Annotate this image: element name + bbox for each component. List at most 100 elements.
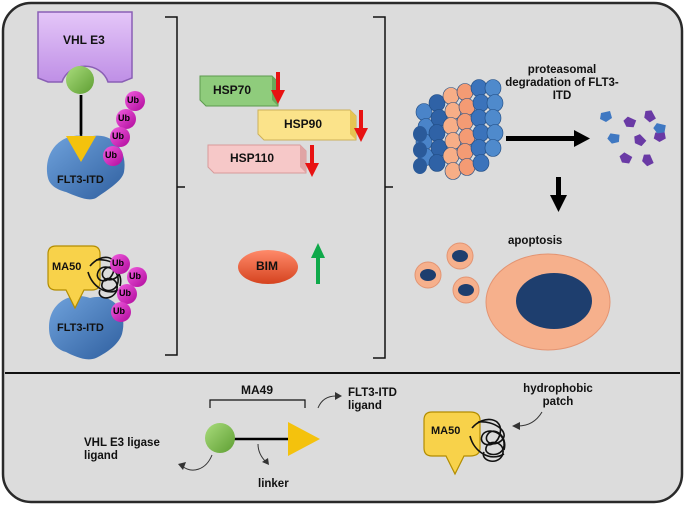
pointer-hydrophobic-patch (517, 411, 543, 427)
degradation-arrow (506, 130, 590, 147)
down-arrow (354, 110, 368, 142)
apoptotic-body-nucleus (458, 284, 474, 296)
ub-label: Ub (118, 113, 130, 123)
protein-fragment (634, 134, 647, 147)
legend-ma50-bubble (423, 411, 481, 476)
ub-bead (125, 91, 145, 111)
flt3-itd-label-top: FLT3-ITD (57, 174, 104, 186)
apoptotic-body-nucleus (452, 250, 468, 262)
proteasome-subunit (486, 94, 504, 112)
proteasome-subunit (484, 79, 502, 97)
proteasome-subunit (413, 126, 427, 142)
pointer-flt3-ligand (317, 395, 337, 409)
bracket-right (373, 16, 393, 359)
ub-label: Ub (119, 288, 131, 298)
proteasome-subunit (486, 124, 504, 142)
ub-bead (117, 284, 137, 304)
proteasome-subunit (442, 87, 460, 105)
legend-hydrophobic-tangle (469, 418, 506, 463)
pointer-linker-head (262, 458, 269, 465)
vhl-e3-label: VHL E3 (63, 33, 105, 47)
proteasome-subunit (472, 124, 490, 142)
flt3-ligand-triangle (66, 136, 96, 162)
hsp70-label: HSP70 (213, 83, 252, 97)
bim-pill (238, 250, 298, 284)
legend-vhl-ligand (205, 423, 235, 453)
proteasome-subunit (456, 83, 474, 101)
legend-ma50-label: MA50 (431, 425, 461, 437)
proteasome-subunit (413, 158, 427, 174)
ub-label: Ub (112, 258, 124, 268)
apoptosis-label: apoptosis (508, 235, 563, 247)
ub-bead (110, 127, 130, 147)
apoptosis-arrow (550, 177, 567, 212)
proteasome-subunit (456, 113, 474, 131)
ma50-label: MA50 (52, 261, 82, 273)
proteasome-subunit (470, 109, 488, 127)
proteasome-subunit (458, 158, 476, 176)
proteasome-subunit (428, 154, 446, 172)
protein-fragment (619, 152, 633, 164)
ub-label: Ub (105, 150, 117, 160)
hydrophobic-patch-label: hydrophobic patch (523, 383, 593, 409)
proteasome-subunit (413, 142, 427, 158)
pointer-hydrophobic-patch-head (512, 422, 520, 430)
proteasome-subunit (444, 162, 462, 180)
down-arrow (305, 145, 319, 177)
ma50-bubble (47, 245, 101, 310)
proteasome-subunit (470, 79, 488, 97)
proteasome-subunit (428, 124, 446, 142)
ma49-label: MA49 (241, 383, 274, 397)
hsp90-box-edge (350, 110, 356, 140)
pointer-flt3-ligand-head (335, 392, 342, 400)
ub-bead (111, 302, 131, 322)
proteasome-subunit (442, 117, 460, 135)
up-arrow (311, 243, 325, 284)
legend-flt3-ligand (288, 422, 320, 456)
vhl-e3-receptor (37, 11, 133, 83)
proteasome-subunit (472, 154, 490, 172)
flt3-itd-label-bottom: FLT3-ITD (57, 322, 104, 334)
proteasome-subunit (484, 109, 502, 127)
protein-fragment (607, 133, 620, 144)
ub-label: Ub (129, 271, 141, 281)
proteasome-subunit (472, 94, 490, 112)
linker-label: linker (258, 478, 289, 490)
vhl-ligand-sphere (66, 66, 94, 94)
proteasome (413, 79, 504, 180)
ub-label: Ub (127, 95, 139, 105)
proteasome-subunit (428, 94, 446, 112)
pointer-vhl-ligand (181, 454, 213, 471)
vhl-ligand-label: VHL E3 ligase ligand (84, 437, 160, 463)
protein-fragment (653, 123, 666, 134)
fragments (600, 110, 666, 167)
ub-bead (116, 109, 136, 129)
proteasome-subunit (484, 139, 502, 157)
hsp110-label: HSP110 (230, 151, 275, 165)
flt3-itd-protein-bottom (49, 295, 124, 360)
proteasome-subunit (470, 139, 488, 157)
protein-fragment (642, 154, 654, 167)
protein-fragment (644, 110, 656, 123)
flt3-ligand-label: FLT3-ITD ligand (348, 387, 397, 413)
proteasome-subunit (442, 147, 460, 165)
bim-label: BIM (256, 259, 278, 273)
proteasome-subunit (456, 143, 474, 161)
bracket-left (165, 16, 185, 356)
hsp90-label: HSP90 (284, 117, 323, 131)
ub-bead (103, 146, 123, 166)
pointer-vhl-ligand-head (178, 462, 186, 470)
protein-fragment (653, 131, 666, 142)
down-arrow (271, 72, 285, 104)
apoptotic-body-nucleus (420, 269, 436, 281)
ub-bead (110, 254, 130, 274)
ma49-bracket (209, 399, 306, 408)
large-nucleus (516, 273, 592, 329)
hsp110-box-edge (300, 145, 306, 173)
ub-label: Ub (113, 306, 125, 316)
proteasomal-degradation-label: proteasomal degradation of FLT3-ITD (505, 64, 619, 103)
protein-fragment (600, 111, 612, 122)
